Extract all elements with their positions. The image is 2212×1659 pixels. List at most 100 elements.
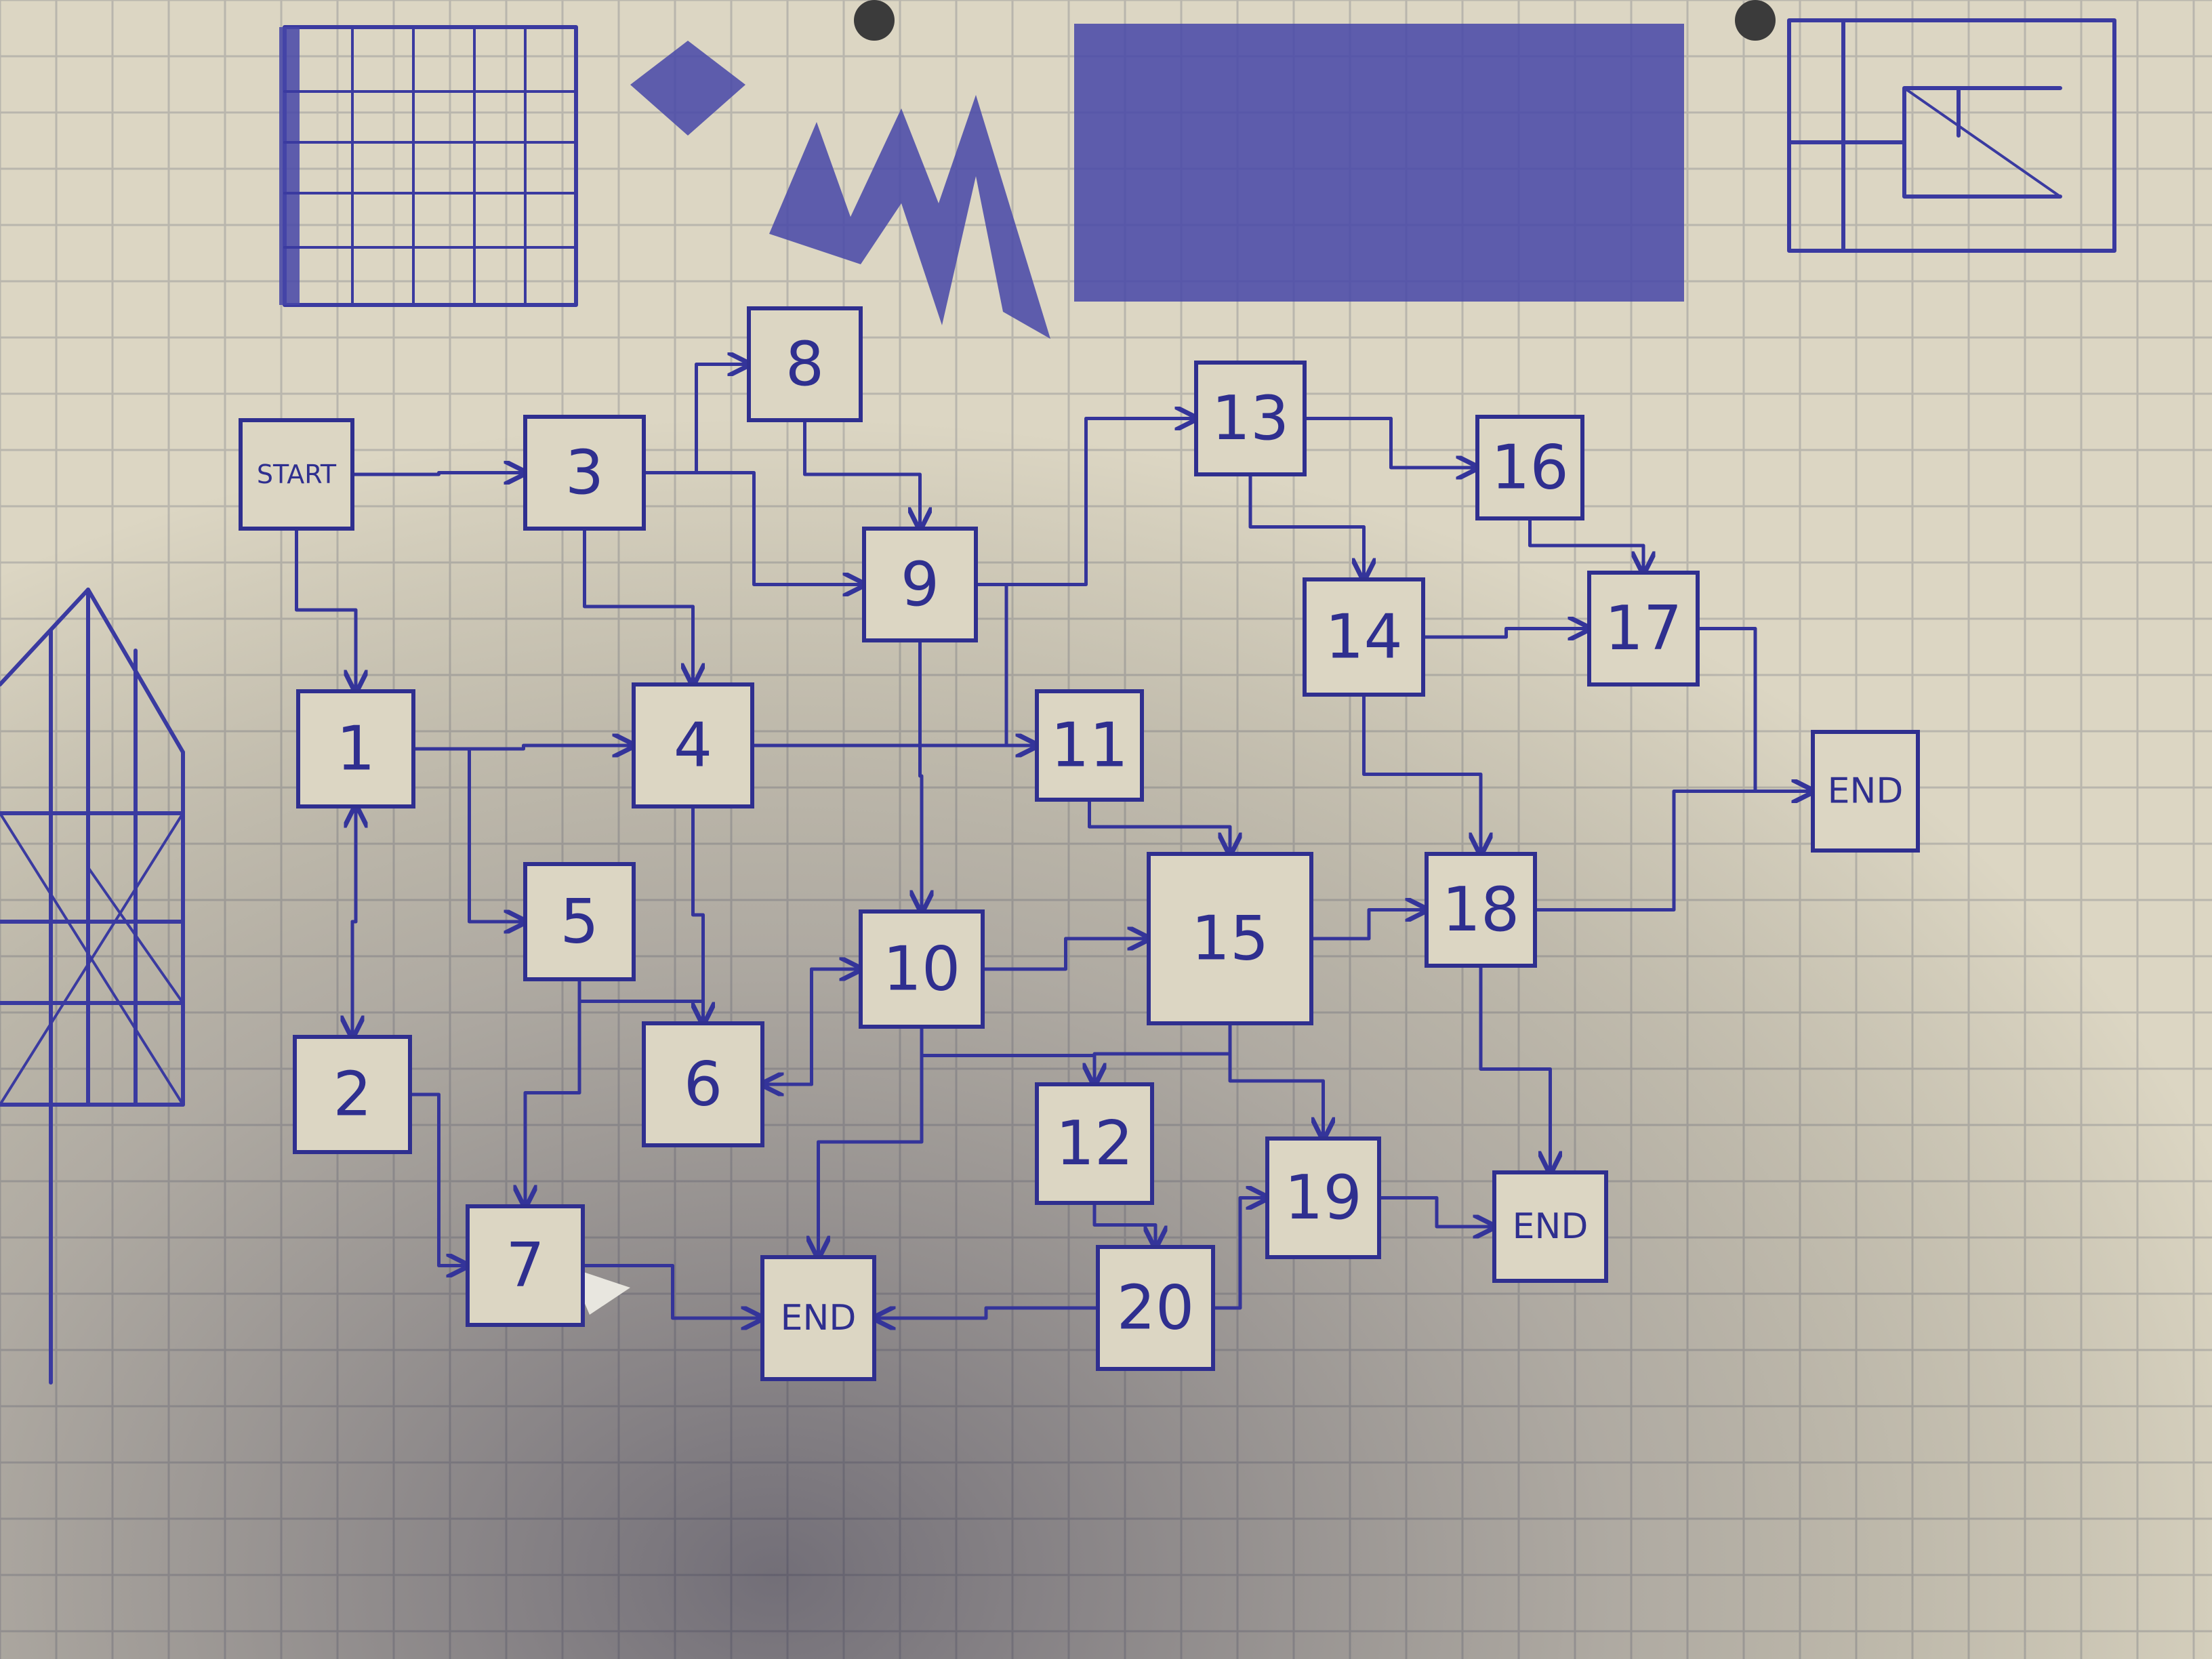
- node-label: 15: [1191, 903, 1269, 975]
- edge-n7-to-end_a: [583, 1264, 762, 1319]
- binder-hole-left: [854, 0, 895, 41]
- node-end-b: END: [1811, 730, 1920, 853]
- node-label: 12: [1056, 1108, 1134, 1179]
- node-label: 18: [1442, 874, 1520, 945]
- node-label: END: [1513, 1206, 1589, 1247]
- edge-n10-to-n15: [983, 939, 1149, 971]
- node-label: 13: [1212, 383, 1290, 454]
- node-box: [1194, 361, 1307, 476]
- node-box: [632, 682, 754, 808]
- edge-n15-to-n18: [1311, 910, 1427, 941]
- node-box: [642, 1021, 764, 1147]
- node-n9: 9: [862, 527, 978, 642]
- node-n3: 3: [523, 415, 646, 531]
- node-label: 8: [785, 329, 824, 400]
- node-n19: 19: [1265, 1136, 1381, 1259]
- node-box: [862, 527, 978, 642]
- node-box: [1811, 730, 1920, 853]
- node-box: [1035, 1082, 1154, 1205]
- edge-n9-to-n10: [920, 640, 922, 912]
- edge-n8-to-n9: [803, 420, 920, 529]
- edge-n10-to-n6: [762, 967, 861, 1084]
- edge-n20-to-n19: [1213, 1198, 1267, 1310]
- node-n10: 10: [859, 909, 985, 1029]
- node-n20: 20: [1096, 1245, 1215, 1371]
- node-n11: 11: [1035, 689, 1144, 802]
- edge-start-to-n3: [352, 473, 525, 475]
- node-box: [523, 862, 636, 981]
- doodle-maze-tile: [1787, 18, 2116, 253]
- node-label: 7: [506, 1230, 544, 1301]
- node-n4: 4: [632, 682, 754, 808]
- doodle-hatched-rectangle: [1074, 24, 1684, 302]
- node-box: [1265, 1136, 1381, 1259]
- edge-n16-to-n17: [1528, 518, 1644, 573]
- node-n13: 13: [1194, 361, 1307, 476]
- node-box: [1475, 415, 1584, 520]
- node-label: 9: [901, 549, 939, 620]
- node-label: 6: [684, 1049, 722, 1120]
- node-n1: 1: [296, 689, 415, 808]
- edge-n9-to-n13: [976, 419, 1196, 586]
- node-label: 20: [1117, 1273, 1195, 1344]
- flowchart-edges: [295, 365, 1814, 1319]
- doodle-tower: [0, 588, 185, 1385]
- node-n14: 14: [1303, 577, 1425, 697]
- node-n15: 15: [1147, 852, 1313, 1025]
- node-n7: 7: [466, 1204, 585, 1327]
- edge-n18-to-end_c: [1479, 966, 1551, 1172]
- doodle-crown: [769, 95, 1050, 339]
- edge-n2-to-n7: [410, 1092, 468, 1266]
- node-label: 14: [1325, 602, 1403, 673]
- node-n16: 16: [1475, 415, 1584, 520]
- node-label: 19: [1284, 1162, 1362, 1233]
- edge-n3-to-n4: [583, 529, 693, 684]
- node-label: 10: [883, 934, 961, 1005]
- node-box: [523, 415, 646, 531]
- node-n2: 2: [293, 1035, 412, 1154]
- node-box: [293, 1035, 412, 1154]
- edge-n3-to-n9: [644, 471, 864, 585]
- node-end-a: END: [760, 1255, 876, 1381]
- edge-n10-to-end_a: [819, 1027, 924, 1257]
- flowchart-nodes: START1234567891011121314151617181920ENDE…: [239, 306, 1920, 1381]
- node-start: START: [239, 418, 354, 531]
- node-box: [466, 1204, 585, 1327]
- binder-hole-right: [1735, 0, 1776, 41]
- node-label: START: [257, 459, 337, 489]
- node-label: 4: [674, 710, 712, 781]
- node-box: [1035, 689, 1144, 802]
- node-box: [1425, 852, 1537, 968]
- edge-n4-to-n6: [691, 806, 703, 1023]
- node-n8: 8: [747, 306, 863, 422]
- edge-n14-to-n17: [1423, 629, 1589, 638]
- node-n18: 18: [1425, 852, 1537, 968]
- node-box: [1587, 571, 1700, 687]
- edge-n18-to-end_b: [1535, 792, 1813, 912]
- doodle-grid-tile: [279, 25, 578, 307]
- node-n6: 6: [642, 1021, 764, 1147]
- node-box: [1096, 1245, 1215, 1371]
- edge-start-to-n1: [295, 529, 356, 691]
- node-label: 17: [1605, 593, 1683, 664]
- node-label: END: [781, 1298, 857, 1338]
- node-box: [859, 909, 985, 1029]
- edge-n19-to-end_c: [1379, 1196, 1494, 1227]
- edge-n14-to-n18: [1362, 695, 1481, 854]
- node-label: 1: [336, 714, 375, 785]
- node-box: [239, 418, 354, 531]
- node-box: [760, 1255, 876, 1381]
- edge-n12-to-n20: [1092, 1203, 1155, 1247]
- node-n5: 5: [523, 862, 636, 981]
- node-box: [1147, 852, 1313, 1025]
- node-label: 11: [1050, 710, 1128, 781]
- node-label: END: [1828, 771, 1904, 812]
- edge-n20-to-end_a: [874, 1306, 1098, 1318]
- edge-n2-to-n1: [352, 806, 356, 1037]
- node-label: 3: [565, 437, 604, 508]
- node-box: [296, 689, 415, 808]
- doodle-diamond: [630, 41, 745, 136]
- edge-n13-to-n14: [1248, 474, 1364, 579]
